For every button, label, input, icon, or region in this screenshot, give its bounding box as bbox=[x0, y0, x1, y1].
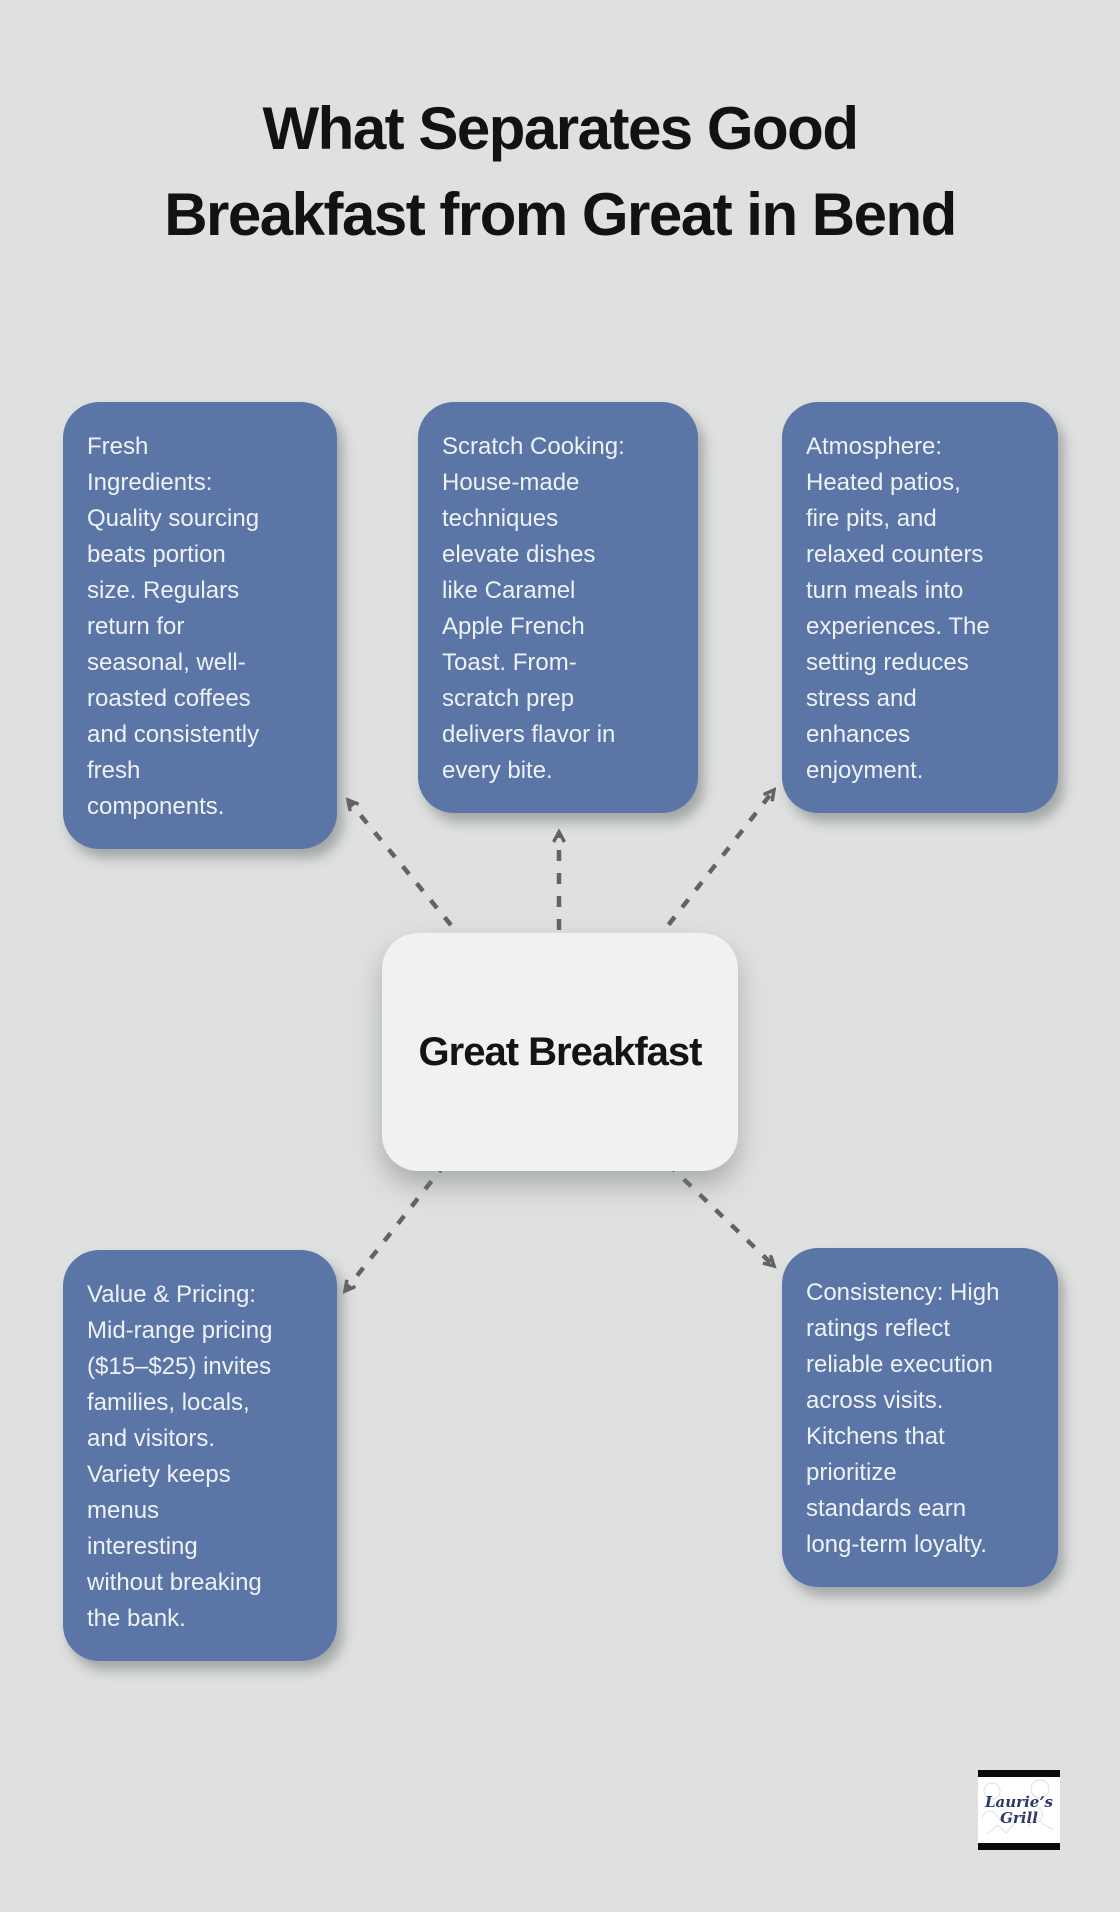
card-text-scratch-cooking: Scratch Cooking: House-made techniques e… bbox=[442, 433, 625, 784]
logo-sketch-art bbox=[981, 1779, 1055, 1834]
factor-card-atmosphere: Atmosphere: Heated patios, fire pits, an… bbox=[782, 402, 1058, 813]
connector-atmosphere bbox=[653, 790, 774, 944]
factor-card-scratch-cooking: Scratch Cooking: House-made techniques e… bbox=[418, 402, 698, 813]
title-line-1: What Separates Good bbox=[262, 95, 859, 162]
page-title: What Separates Good Breakfast from Great… bbox=[0, 86, 1120, 258]
logo-text-line-1: Laurie’s bbox=[985, 1793, 1053, 1811]
logo-text: Laurie’s Grill bbox=[978, 1777, 1060, 1843]
brand-logo: Laurie’s Grill bbox=[978, 1770, 1060, 1850]
connector-fresh-ingredients bbox=[348, 800, 467, 944]
title-line-2: Breakfast from Great in Bend bbox=[164, 181, 957, 248]
factor-card-consistency: Consistency: High ratings reflect reliab… bbox=[782, 1248, 1058, 1587]
card-text-consistency: Consistency: High ratings reflect reliab… bbox=[806, 1279, 1000, 1558]
card-text-fresh-ingredients: Fresh Ingredients: Quality sourcing beat… bbox=[87, 433, 260, 820]
logo-bottom-bar bbox=[978, 1843, 1060, 1850]
factor-card-value-pricing: Value & Pricing: Mid-range pricing ($15–… bbox=[63, 1250, 337, 1661]
center-node: Great Breakfast bbox=[382, 933, 738, 1171]
logo-text-line-2: Grill bbox=[1000, 1809, 1038, 1827]
center-node-label: Great Breakfast bbox=[418, 1029, 703, 1074]
factor-card-fresh-ingredients: Fresh Ingredients: Quality sourcing beat… bbox=[63, 402, 337, 849]
card-text-atmosphere: Atmosphere: Heated patios, fire pits, an… bbox=[806, 433, 990, 784]
logo-top-bar bbox=[978, 1770, 1060, 1777]
connector-value-pricing bbox=[345, 1162, 447, 1291]
card-text-value-pricing: Value & Pricing: Mid-range pricing ($15–… bbox=[87, 1281, 273, 1632]
connector-consistency bbox=[666, 1162, 774, 1266]
